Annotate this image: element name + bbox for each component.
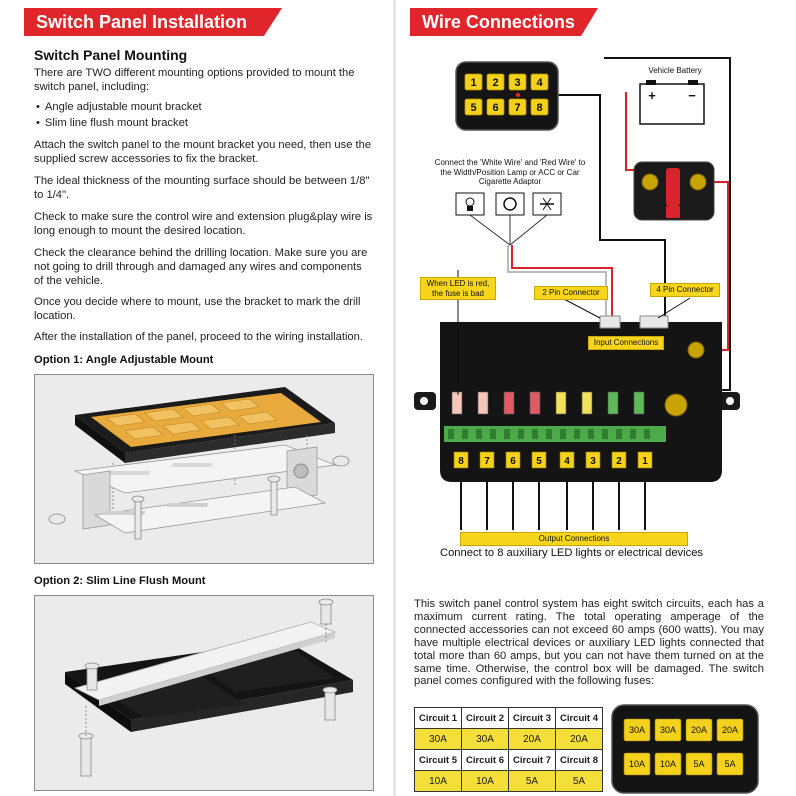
table-cell: 10A [414,770,462,792]
battery-label: Vehicle Battery [648,66,702,75]
panel-fuse-label-3: 20A [691,725,707,735]
table-row: Circuit 5 Circuit 6 Circuit 7 Circuit 8 [414,749,603,771]
control-wire-black [528,94,666,318]
bullet-flush-bracket: Slim line flush mount bracket [34,116,374,130]
wiring-diagram: 1 2 3 4 5 6 7 8 + − [414,57,740,530]
table-cell: Circuit 7 [508,749,556,771]
panel-button-8: 8 [536,102,542,114]
output-number-6: 6 [510,456,516,467]
table-cell: Circuit 2 [461,707,509,729]
wire-connections-banner: Wire Connections [410,8,598,36]
vehicle-battery [639,80,705,125]
bullet-angle-bracket: Angle adjustable mount bracket [34,100,374,114]
output-number-8: 8 [458,456,464,467]
table-cell: 5A [555,770,603,792]
battery-red-wire [625,92,636,171]
paragraph-attach: Attach the switch panel to the mount bra… [34,139,372,165]
table-row: 10A 10A 5A 5A [414,770,603,792]
table-cell: 20A [555,728,603,750]
output-number-labels: 8 7 6 5 4 3 2 1 [458,456,648,467]
output-number-7: 7 [484,456,490,467]
input-connections-label: Input Connections [588,336,664,350]
switch-panel-drawing [75,387,335,463]
paragraph-clearance: Check the clearance behind the drilling … [34,247,368,287]
panel-button-6: 6 [492,102,498,114]
paragraph-wire-length: Check to make sure the control wire and … [34,211,373,237]
panel-fuse-label-7: 5A [693,759,704,769]
panel-button-labels: 1 2 3 4 5 6 7 8 [470,77,543,114]
fuse-led-note: When LED is red, the fuse is bad [420,277,496,300]
table-cell: Circuit 8 [555,749,603,771]
panel-button-7: 7 [514,102,520,114]
acc-white-wire [507,245,607,320]
table-cell: Circuit 5 [414,749,462,771]
table-cell: 10A [461,770,509,792]
acc-device-icons [455,192,562,216]
fuse-circuit-table: Circuit 1 Circuit 2 Circuit 3 Circuit 4 … [414,707,603,792]
angle-mount-illustration [34,374,374,564]
output-number-4: 4 [564,456,570,467]
ground-wire-black [604,57,731,391]
option1-heading: Option 1: Angle Adjustable Mount [34,354,214,366]
angle-bracket-drawing [48,387,350,540]
table-cell: 20A [508,728,556,750]
four-pin-connector-label: 4 Pin Connector [650,283,720,297]
panel-button-5: 5 [470,102,476,114]
switch-panel-installation-banner: Switch Panel Installation [24,8,282,36]
panel-fuse-label-5: 10A [629,759,645,769]
table-cell: Circuit 1 [414,707,462,729]
bullet-text: Slim line flush mount bracket [44,117,188,129]
panel-fuse-label-2: 30A [660,725,676,735]
paragraph-after-install: After the installation of the panel, pro… [34,331,363,343]
table-cell: 30A [414,728,462,750]
fuse-description-paragraph: This switch panel control system has eig… [414,598,764,688]
mounting-heading: Switch Panel Mounting [34,47,188,63]
output-number-2: 2 [616,456,622,467]
panel-button-2: 2 [492,77,498,89]
table-cell: Circuit 3 [508,707,556,729]
panel-button-4: 4 [536,77,543,89]
table-cell: Circuit 6 [461,749,509,771]
table-row: Circuit 1 Circuit 2 Circuit 3 Circuit 4 [414,707,603,729]
panel-fuse-label-4: 20A [722,725,738,735]
flush-mount-illustration [34,595,374,791]
panel-fuse-label-1: 30A [629,725,645,735]
left-page: Switch Panel Installation Switch Panel M… [0,0,390,796]
output-number-3: 3 [590,456,596,467]
table-cell: Circuit 4 [555,707,603,729]
bullet-text: Angle adjustable mount bracket [44,101,202,113]
paragraph-mark-drill: Once you decide where to mount, use the … [34,296,361,322]
output-connections-label: Output Connections [460,532,688,546]
paragraph-thickness: The ideal thickness of the mounting surf… [34,175,370,201]
right-page: Wire Connections [400,0,796,796]
switch-panel-fuse-map: 30A 30A 20A 20A 10A 10A 5A 5A [611,704,759,794]
output-number-1: 1 [642,456,648,467]
page-divider [393,0,396,796]
battery-plus-symbol: + [648,88,656,103]
wire-connection-note: Connect the 'White Wire' and 'Red Wire' … [434,158,586,186]
table-cell: 30A [461,728,509,750]
table-cell: 5A [508,770,556,792]
panel-fuse-label-6: 10A [660,759,676,769]
control-box [414,270,740,530]
battery-minus-symbol: − [688,88,696,103]
intro-paragraph: There are TWO different mounting options… [34,67,355,93]
panel-button-1: 1 [470,77,476,89]
acc-red-wire [511,245,613,320]
panel-fuse-label-8: 5A [724,759,735,769]
connect-devices-caption: Connect to 8 auxiliary LED lights or ele… [440,547,704,559]
circuit-breaker [633,161,715,221]
two-pin-connector-label: 2 Pin Connector [534,286,608,300]
flush-bracket-drawing [65,598,353,777]
option2-heading: Option 2: Slim Line Flush Mount [34,575,206,587]
switch-panel-top [455,61,559,131]
output-number-5: 5 [536,456,542,467]
table-row: 30A 30A 20A 20A [414,728,603,750]
panel-button-3: 3 [514,77,520,89]
